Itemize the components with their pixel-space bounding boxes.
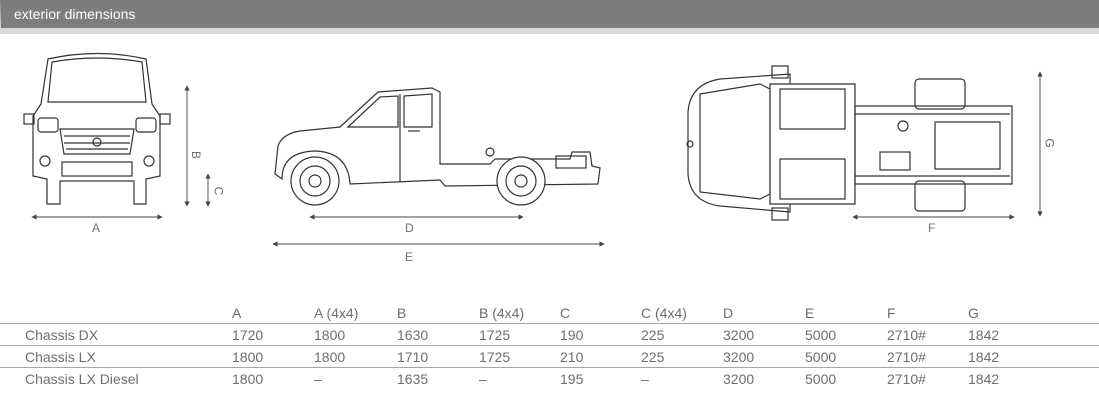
table-cell: 210 bbox=[560, 345, 641, 368]
table-cell: 1720 bbox=[232, 323, 314, 346]
column-header: C (4x4) bbox=[641, 305, 687, 321]
table-cell: 225 bbox=[641, 323, 723, 346]
table-cell: 225 bbox=[641, 345, 723, 368]
table-row: Chassis LX Diesel 1800 – 1635 – 195 – 32… bbox=[0, 367, 1099, 389]
side-view-drawing bbox=[274, 87, 601, 206]
table-cell: 5000 bbox=[805, 367, 887, 389]
row-name: Chassis DX bbox=[0, 323, 232, 346]
table-cell: 190 bbox=[560, 323, 641, 346]
front-view-drawing bbox=[23, 52, 171, 205]
table-cell: – bbox=[479, 367, 560, 389]
column-header: G bbox=[968, 305, 979, 321]
table-cell: 1635 bbox=[397, 367, 479, 389]
table-cell: 1630 bbox=[397, 323, 479, 346]
vehicle-drawings-svg bbox=[23, 52, 1043, 247]
dim-label-g: G bbox=[1042, 138, 1057, 148]
header-tab bbox=[0, 0, 1099, 28]
table-cell: 1800 bbox=[232, 345, 314, 368]
table-cell: 1725 bbox=[479, 323, 560, 346]
table-cell: 2710# bbox=[887, 345, 968, 368]
table-cell: – bbox=[641, 367, 723, 389]
column-header: A bbox=[232, 305, 242, 321]
table-header-row: A A (4x4) B B (4x4) C C (4x4) D E F G bbox=[0, 303, 1099, 324]
column-header: B (4x4) bbox=[479, 305, 525, 321]
column-header: D bbox=[723, 305, 734, 321]
table-cell: 1842 bbox=[968, 367, 1099, 389]
table-cell: 3200 bbox=[723, 323, 805, 346]
dim-label-b: B bbox=[189, 150, 204, 160]
table-cell: 5000 bbox=[805, 345, 887, 368]
table-cell: 195 bbox=[560, 367, 641, 389]
table-cell: 1842 bbox=[968, 345, 1099, 368]
table-cell: 1842 bbox=[968, 323, 1099, 346]
table-row: Chassis DX 1720 1800 1630 1725 190 225 3… bbox=[0, 323, 1099, 346]
table-cell: 1800 bbox=[232, 367, 314, 389]
section-title: exterior dimensions bbox=[14, 6, 136, 22]
row-name: Chassis LX bbox=[0, 345, 232, 368]
column-header: B bbox=[397, 305, 407, 321]
table-cell: 1800 bbox=[314, 345, 397, 368]
table-cell: 2710# bbox=[887, 367, 968, 389]
dim-label-e: E bbox=[405, 250, 414, 264]
column-header: F bbox=[887, 305, 896, 321]
dimensions-table: A A (4x4) B B (4x4) C C (4x4) D E F G Ch… bbox=[0, 303, 1099, 389]
section-header: exterior dimensions bbox=[0, 0, 1099, 34]
table-cell: 5000 bbox=[805, 323, 887, 346]
column-header: A (4x4) bbox=[314, 305, 359, 321]
table-cell: 1800 bbox=[314, 323, 397, 346]
table-cell: 3200 bbox=[723, 345, 805, 368]
table-cell: 1725 bbox=[479, 345, 560, 368]
table-row: Chassis LX 1800 1800 1710 1725 210 225 3… bbox=[0, 345, 1099, 368]
table-cell: 1710 bbox=[397, 345, 479, 368]
table-cell: 2710# bbox=[887, 323, 968, 346]
column-header bbox=[0, 303, 232, 324]
dim-label-d: D bbox=[405, 221, 414, 235]
dim-label-f: F bbox=[928, 221, 936, 235]
column-header: C bbox=[560, 305, 571, 321]
vehicle-drawings: A B C D E F G bbox=[0, 34, 1099, 294]
dim-label-a: A bbox=[92, 221, 101, 235]
table-cell: – bbox=[314, 367, 397, 389]
column-header: E bbox=[805, 305, 815, 321]
dim-label-c: C bbox=[211, 186, 226, 196]
top-view-drawing bbox=[686, 65, 1013, 221]
table-cell: 3200 bbox=[723, 367, 805, 389]
row-name: Chassis LX Diesel bbox=[0, 367, 232, 389]
